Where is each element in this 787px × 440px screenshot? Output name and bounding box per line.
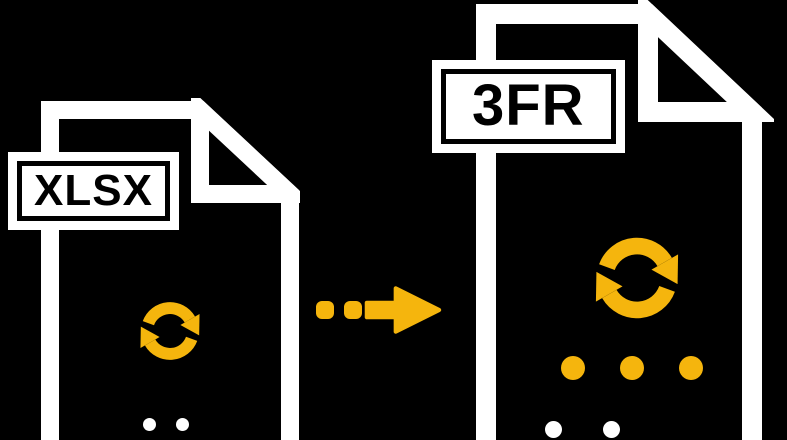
- page-dot: [603, 421, 620, 438]
- transition-dot: [316, 301, 334, 319]
- page-dot: [143, 418, 156, 431]
- refresh-icon: [595, 237, 679, 319]
- page-dot: [545, 421, 562, 438]
- refresh-arrow-top: [142, 302, 200, 336]
- source-file-icon: [41, 98, 300, 440]
- refresh-icon: [140, 302, 200, 360]
- page-dot: [176, 418, 189, 431]
- source-file-label: XLSX: [8, 152, 179, 231]
- target-file-label: 3FR: [432, 60, 625, 153]
- arrow-right-shape: [364, 286, 442, 334]
- arrow-right-icon: [364, 286, 442, 334]
- target-file-folded-corner: [638, 0, 774, 122]
- refresh-arrow-top: [599, 237, 679, 285]
- ellipsis-dot: [561, 356, 585, 380]
- ellipsis-dot: [620, 356, 644, 380]
- target-file-label-text: 3FR: [441, 69, 616, 144]
- ellipsis-dot: [679, 356, 703, 380]
- transition-dot: [344, 301, 362, 319]
- refresh-arrow-bottom: [140, 326, 198, 360]
- source-file-label-text: XLSX: [17, 161, 170, 222]
- source-file-folded-corner: [191, 98, 300, 203]
- refresh-arrow-bottom: [595, 271, 675, 319]
